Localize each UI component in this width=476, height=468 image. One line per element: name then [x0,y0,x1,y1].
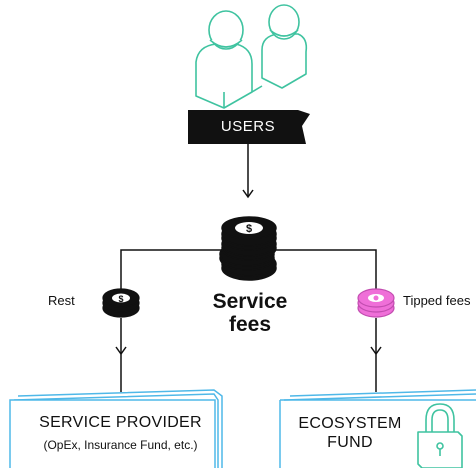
users-label: USERS [220,118,276,135]
service-fees-line2: fees [228,313,272,336]
service-fees-label: Service fees [190,290,310,336]
arrow-users-to-fees [242,144,254,199]
ecosystem-fund-box [279,389,476,468]
users-banner [188,110,310,144]
users-icon [195,4,308,109]
svg-text:$: $ [118,294,123,304]
coin-stack-icon: $ [219,216,277,281]
service-provider-subtitle: (OpEx, Insurance Fund, etc.) [43,438,198,452]
ecosystem-fund-title: ECOSYSTEM FUND [290,414,410,452]
service-provider-box [9,389,223,468]
ecosystem-fund-line2: FUND [327,434,373,451]
service-provider-title: SERVICE PROVIDER [39,414,202,431]
tipped-coin-icon [357,288,395,318]
split-connector [115,249,382,392]
service-fees-line1: Service [212,290,288,313]
ecosystem-fund-line1: ECOSYSTEM [298,415,402,432]
padlock-icon [417,403,463,468]
tipped-fees-label: Tipped fees [403,293,471,308]
svg-text:$: $ [246,223,252,235]
dollar-coin-icon: $ [102,288,140,318]
rest-label: Rest [48,293,75,308]
